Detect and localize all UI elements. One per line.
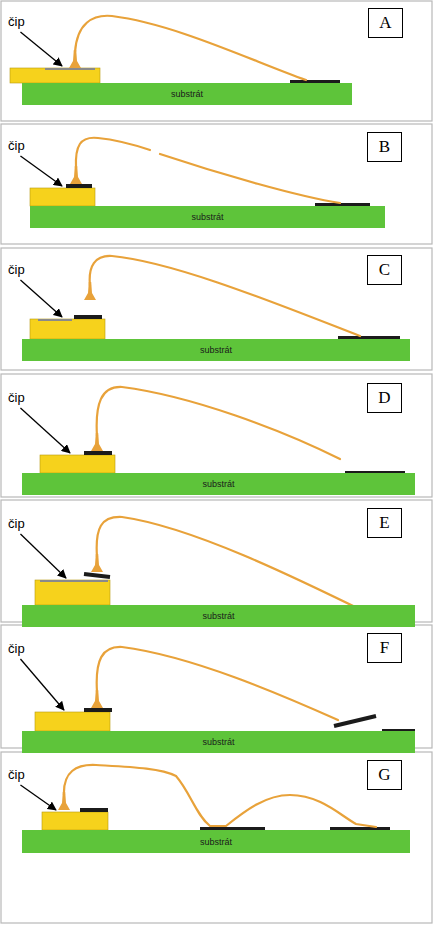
label-arrow xyxy=(20,534,66,578)
node-text: substrát xyxy=(202,479,234,489)
bond-wire xyxy=(97,387,340,459)
bond-wire xyxy=(160,154,340,203)
bond-ball xyxy=(91,690,103,708)
node-text: substrát xyxy=(200,837,232,847)
substrate-band: substrát xyxy=(22,473,415,495)
node-text: E xyxy=(379,513,389,533)
substrate-band: substrát xyxy=(22,830,410,853)
chip xyxy=(35,712,110,731)
panel-letter-box: C xyxy=(367,255,402,285)
bond-ball xyxy=(58,792,70,810)
substrate-band: substrát xyxy=(22,605,415,627)
node-text: substrát xyxy=(200,345,232,355)
panel-frame xyxy=(1,625,432,748)
chip-bond-pad xyxy=(74,315,102,319)
chip-label: čip xyxy=(8,262,25,277)
node-text: G xyxy=(378,765,390,785)
bond-ball xyxy=(91,433,103,451)
chip-label: čip xyxy=(8,767,25,782)
chip-bond-pad xyxy=(80,808,108,812)
pad-residue xyxy=(45,68,95,70)
panel-frame xyxy=(1,752,432,923)
pad-residue xyxy=(40,580,108,582)
substrate-band: substrát xyxy=(22,339,410,361)
chip-label: čip xyxy=(8,138,25,153)
node-text: C xyxy=(379,260,390,280)
panel-frame xyxy=(1,374,432,497)
panel-illustration xyxy=(35,647,415,733)
node-text: A xyxy=(379,13,391,33)
bond-ball xyxy=(70,166,82,184)
bond-wire xyxy=(90,256,360,336)
panel-illustration xyxy=(40,387,405,475)
bond-ball xyxy=(91,554,103,572)
chip xyxy=(40,455,115,473)
chip xyxy=(42,812,108,830)
chip-label: čip xyxy=(8,390,25,405)
bond-wire xyxy=(97,647,338,720)
node-text: substrát xyxy=(171,89,203,99)
label-arrow xyxy=(20,659,64,710)
lifted-pad xyxy=(334,716,376,726)
panel-illustration xyxy=(10,16,340,84)
node-text: D xyxy=(378,388,390,408)
substrate-band: substrát xyxy=(22,731,415,753)
panel-letter-box: A xyxy=(368,8,403,38)
bond-ball xyxy=(84,282,96,300)
panel-frame xyxy=(1,124,432,244)
chip-label: čip xyxy=(8,14,25,29)
label-arrow xyxy=(20,280,62,317)
bond-wire xyxy=(76,138,150,168)
substrate-band: substrát xyxy=(30,206,385,228)
chip xyxy=(30,188,95,206)
node-text: substrát xyxy=(191,212,223,222)
lifted-pad xyxy=(84,574,110,577)
panel-letter-box: B xyxy=(367,132,402,162)
node-text: B xyxy=(379,137,390,157)
chip xyxy=(35,580,110,605)
label-arrow xyxy=(20,32,62,66)
label-arrow xyxy=(20,408,70,453)
chip-label: čip xyxy=(8,516,25,531)
chip-bond-pad xyxy=(84,708,112,712)
panel-illustration xyxy=(42,765,390,831)
label-arrow xyxy=(20,785,56,810)
panel-frame xyxy=(1,248,432,370)
panel-illustration xyxy=(30,138,370,207)
node-text: substrát xyxy=(202,611,234,621)
panel-letter-box: F xyxy=(367,633,402,663)
substrate-band: substrát xyxy=(22,83,352,105)
bond-ball xyxy=(69,50,81,68)
chip xyxy=(10,68,100,83)
chip-bond-pad xyxy=(66,184,92,188)
panel-letter-box: G xyxy=(367,760,402,790)
node-text: F xyxy=(380,638,389,658)
label-arrow xyxy=(20,156,62,186)
panel-letter-box: E xyxy=(367,508,402,538)
panel-letter-box: D xyxy=(367,383,402,413)
node-text: substrát xyxy=(202,737,234,747)
panel-frame xyxy=(1,500,432,622)
chip-bond-pad xyxy=(84,451,112,455)
chip xyxy=(30,319,105,339)
pad-residue xyxy=(38,319,72,321)
panel-illustration xyxy=(30,256,400,340)
chip-label: čip xyxy=(8,641,25,656)
panel-frame xyxy=(1,1,432,121)
bond-wire xyxy=(75,16,306,80)
bond-wire xyxy=(64,765,376,827)
